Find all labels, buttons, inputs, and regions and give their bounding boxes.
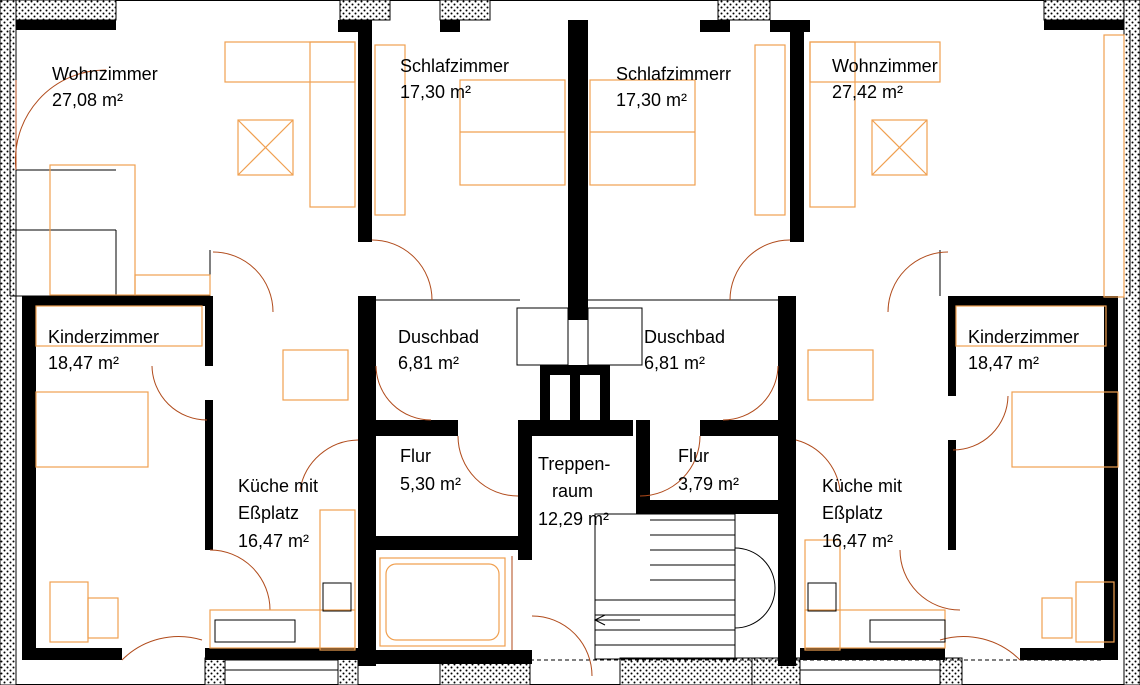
room-duschbad-left-area: 6,81 m² bbox=[398, 353, 459, 373]
room-wohnzimmer-right-name: Wohnzimmer bbox=[832, 56, 938, 76]
room-kueche-left-name1: Küche mit bbox=[238, 476, 318, 496]
interior-walls bbox=[16, 20, 1124, 666]
room-wohnzimmer-left-name: Wohnzimmer bbox=[52, 64, 158, 84]
room-flur-right-area: 3,79 m² bbox=[678, 474, 739, 494]
room-treppenraum-name2: raum bbox=[552, 481, 593, 501]
room-flur-right-name: Flur bbox=[678, 446, 709, 466]
room-treppenraum-name1: Treppen- bbox=[538, 454, 610, 474]
room-schlafzimmer-left-area: 17,30 m² bbox=[400, 82, 471, 102]
room-labels: Wohnzimmer 27,08 m² Schlafzimmer 17,30 m… bbox=[48, 56, 1079, 551]
room-kueche-right-name2: Eßplatz bbox=[822, 503, 883, 523]
room-duschbad-left-name: Duschbad bbox=[398, 327, 479, 347]
room-flur-left-area: 5,30 m² bbox=[400, 474, 461, 494]
room-kueche-left-name2: Eßplatz bbox=[238, 503, 299, 523]
room-kueche-right-name1: Küche mit bbox=[822, 476, 902, 496]
staircase bbox=[593, 513, 776, 660]
room-kinderzimmer-right-area: 18,47 m² bbox=[968, 353, 1039, 373]
room-kinderzimmer-left-area: 18,47 m² bbox=[48, 353, 119, 373]
room-wohnzimmer-left-area: 27,08 m² bbox=[52, 90, 123, 110]
doors bbox=[14, 69, 1021, 677]
room-kinderzimmer-right-name: Kinderzimmer bbox=[968, 327, 1079, 347]
room-wohnzimmer-right-area: 27,42 m² bbox=[832, 82, 903, 102]
room-schlafzimmer-right-area: 17,30 m² bbox=[616, 90, 687, 110]
room-schlafzimmer-left-name: Schlafzimmer bbox=[400, 56, 509, 76]
room-flur-left-name: Flur bbox=[400, 446, 431, 466]
room-duschbad-right-name: Duschbad bbox=[644, 327, 725, 347]
thin-lines bbox=[9, 30, 1131, 671]
room-kueche-left-area: 16,47 m² bbox=[238, 531, 309, 551]
room-kinderzimmer-left-name: Kinderzimmer bbox=[48, 327, 159, 347]
room-kueche-right-area: 16,47 m² bbox=[822, 531, 893, 551]
furniture bbox=[35, 34, 1125, 651]
room-schlafzimmer-right-name: Schlafzimmerr bbox=[616, 64, 731, 84]
room-duschbad-right-area: 6,81 m² bbox=[644, 353, 705, 373]
room-treppenraum-area: 12,29 m² bbox=[538, 509, 609, 529]
